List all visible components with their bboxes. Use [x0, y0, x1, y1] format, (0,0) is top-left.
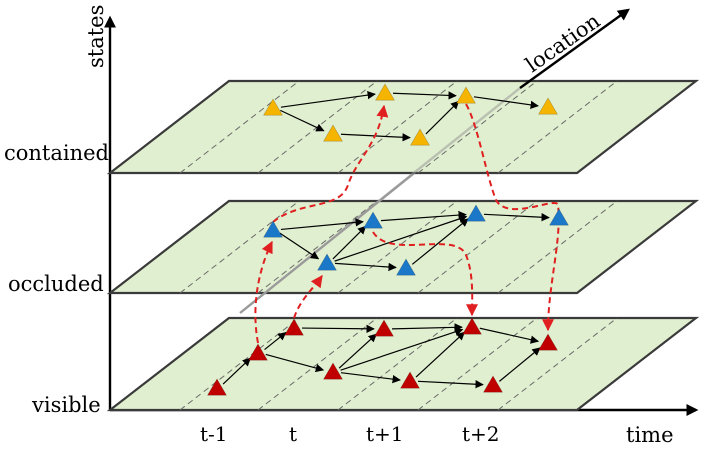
edge-c1-c2 — [280, 109, 325, 132]
state-transition-o1-c3 — [272, 104, 389, 223]
edge-c1-c3 — [280, 90, 376, 108]
time-tick-t-plus-2: t+2 — [462, 422, 500, 446]
plane-contained — [106, 79, 700, 175]
state-transition-c5-o6 — [465, 103, 560, 332]
node-contained-c5 — [456, 86, 476, 104]
edge-v4-v7 — [340, 327, 464, 371]
node-contained-c4 — [410, 128, 430, 146]
edge-v3-v5 — [301, 324, 375, 334]
edge-v4-v5 — [338, 333, 377, 369]
edge-o4-o5 — [411, 218, 469, 265]
node-contained-c3 — [375, 83, 395, 101]
state-label-contained: contained — [4, 141, 109, 165]
edge-v6-v7 — [415, 331, 466, 378]
edge-o3-o2 — [332, 225, 367, 260]
node-occluded-o4 — [396, 258, 416, 276]
node-occluded-o3 — [317, 253, 337, 271]
plane-visible — [106, 316, 700, 412]
edge-o3-o5 — [334, 214, 468, 262]
state-transition-v3-o3 — [293, 275, 323, 319]
state-transition-o2-v7 — [372, 231, 479, 317]
node-visible-v8 — [483, 375, 503, 393]
time-tick-t-minus-1: t-1 — [200, 422, 228, 446]
x-axis-label: time — [626, 423, 674, 446]
state-transition-v2-o1 — [254, 240, 273, 344]
edge-c3-c5 — [392, 91, 457, 100]
edge-v7-v9 — [479, 327, 540, 344]
edge-v8-v9 — [498, 347, 541, 382]
time-tick-t: t — [289, 422, 297, 446]
time-tick-t-plus-1: t+1 — [366, 422, 404, 446]
node-visible-v4 — [323, 362, 343, 380]
plane-occluded — [106, 199, 700, 295]
node-contained-c6 — [538, 97, 558, 115]
node-contained-c2 — [323, 124, 343, 142]
edge-c4-c5 — [425, 100, 460, 135]
edge-o1-o3 — [279, 232, 320, 260]
node-occluded-o5 — [466, 204, 486, 222]
node-visible-v7 — [462, 317, 482, 335]
location-label: location — [521, 9, 604, 77]
state-label-visible: visible — [31, 393, 101, 417]
edge-v4-v6 — [340, 372, 401, 384]
edge-v1-v2 — [222, 357, 252, 385]
state-label-occluded: occluded — [8, 272, 104, 296]
location-axis — [519, 8, 630, 89]
edge-v5-v7 — [391, 323, 463, 332]
node-occluded-o2 — [363, 211, 383, 229]
cross-transitions-layer — [254, 103, 560, 344]
node-visible-v2 — [248, 343, 268, 361]
node-contained-c1 — [263, 98, 283, 116]
edge-o3-o4 — [334, 262, 397, 272]
node-visible-v6 — [400, 371, 420, 389]
y-axis-label: states — [84, 5, 108, 68]
location-axis-mid — [339, 87, 521, 233]
edge-o2-o5 — [380, 210, 467, 222]
edge-o5-o6 — [483, 213, 550, 222]
edge-v2-v4 — [265, 353, 325, 373]
node-occluded-o1 — [263, 220, 283, 238]
node-visible-v3 — [284, 318, 304, 336]
node-occluded-o6 — [549, 208, 569, 226]
node-visible-v9 — [538, 333, 558, 351]
edge-o1-o2 — [280, 218, 364, 231]
node-visible-v5 — [374, 319, 394, 337]
node-visible-v1 — [207, 378, 227, 396]
edge-v2-v3 — [264, 332, 287, 351]
edge-c5-c6 — [473, 96, 539, 110]
nodes-layer — [207, 83, 569, 396]
edge-v6-v8 — [417, 380, 484, 389]
